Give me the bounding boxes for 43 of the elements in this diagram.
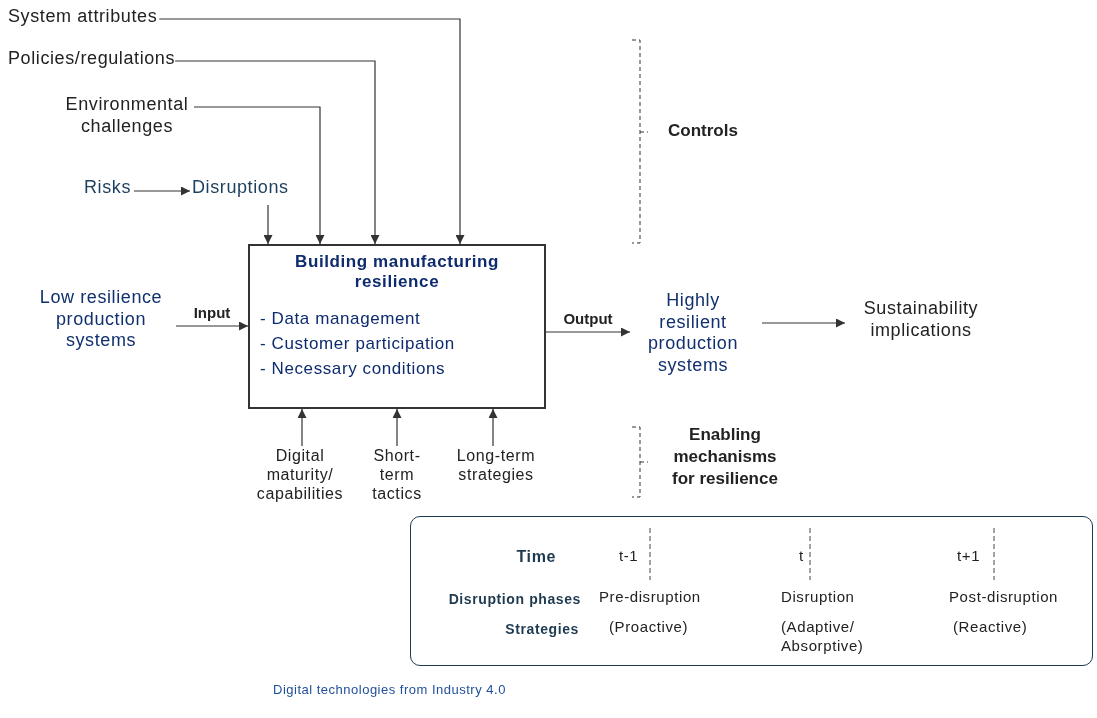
arrow (133, 186, 191, 196)
strategy-label: (Adaptive/ Absorptive) (781, 618, 865, 656)
strategy-label: (Reactive) (953, 618, 1028, 636)
arrow (193, 106, 325, 245)
note-text: Digital technologies from Industry 4.0 (273, 682, 506, 697)
control-label: Policies/regulations (8, 48, 176, 74)
mechanism-label: Long-term strategies (440, 446, 552, 496)
box-heading: Building manufacturing resilience (294, 252, 500, 293)
risk-label: Disruptions (192, 177, 289, 203)
arrow (263, 204, 273, 245)
row-heading: Disruption phases (447, 591, 581, 608)
time-label: t (799, 547, 804, 565)
row-heading: Strategies (504, 621, 579, 638)
list-item: - Necessary conditions (260, 359, 446, 380)
phase-label: Pre-disruption (599, 588, 701, 606)
arrow (392, 408, 402, 447)
arrow (158, 18, 465, 245)
outcome-label: Sustainability implications (845, 298, 997, 350)
arrow (761, 318, 846, 328)
phase-label: Post-disruption (949, 588, 1059, 606)
list-item: - Customer participation (260, 334, 455, 355)
strategy-label: (Proactive) (609, 618, 689, 636)
risk-label: Risks (84, 177, 131, 203)
timeline-panel (410, 516, 1093, 666)
time-label: t-1 (619, 547, 639, 565)
control-label: System attributes (8, 6, 158, 32)
arrow (488, 408, 498, 447)
group-label: Enabling mechanisms for resilience (671, 424, 779, 491)
input-label: Low resilience production systems (26, 287, 176, 365)
group-label: Controls (668, 121, 738, 141)
output-label: Highly resilient production systems (632, 290, 754, 390)
arrow (174, 60, 380, 245)
process-box (248, 244, 546, 409)
arrow (545, 327, 631, 337)
phase-label: Disruption (781, 588, 855, 606)
control-label: Environmental challenges (60, 94, 194, 144)
time-label: t+1 (957, 547, 981, 565)
list-item: - Data management (260, 309, 421, 330)
arrow (297, 408, 307, 447)
arrow (175, 321, 249, 331)
mechanism-label: Digital maturity/ capabilities (246, 446, 354, 516)
row-heading: Time (515, 547, 556, 567)
mechanism-label: Short- term tactics (362, 446, 432, 516)
